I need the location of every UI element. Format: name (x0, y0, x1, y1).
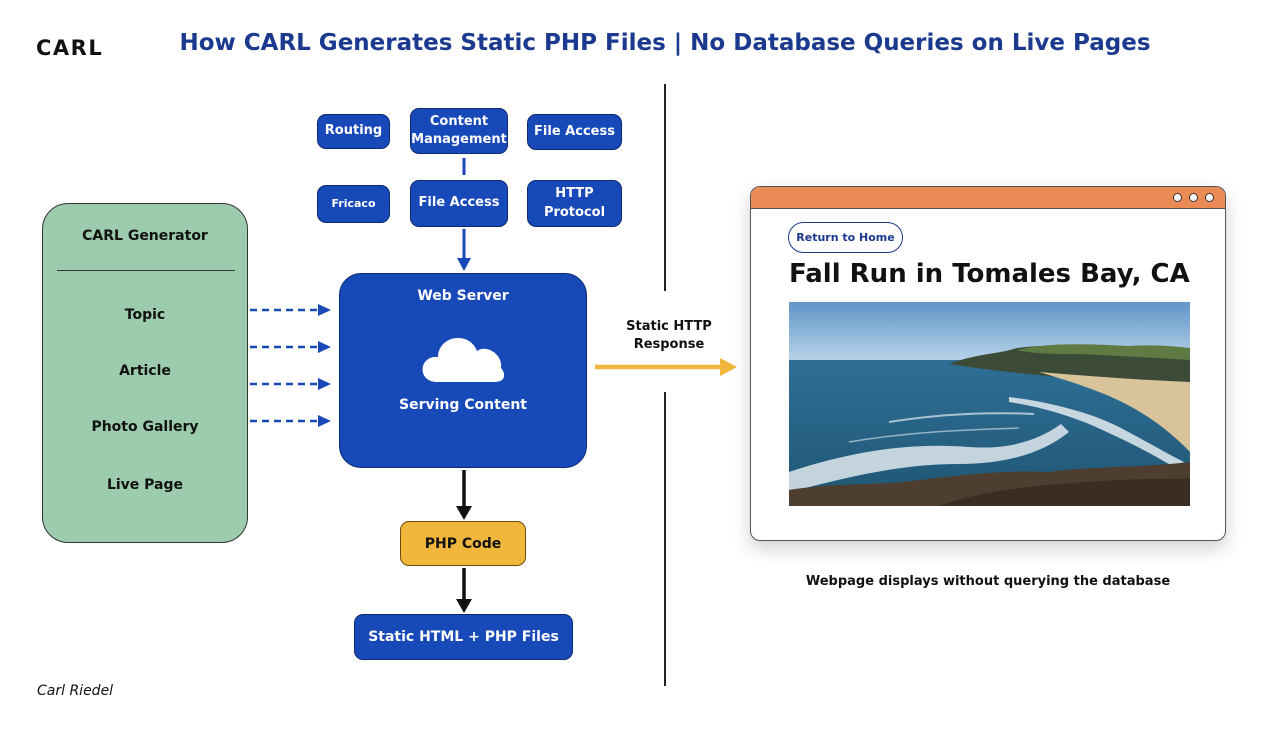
browser-title-bar (751, 187, 1225, 209)
window-dot-2 (1189, 193, 1198, 202)
response-arrow (595, 358, 737, 376)
arrow-server-to-php (456, 470, 472, 520)
arrow-file-access-to-server (457, 229, 471, 271)
response-label: Static HTTP Response (620, 318, 718, 354)
module-content-management: Content Management (410, 108, 508, 154)
article-title: Fall Run in Tomales Bay, CA (789, 259, 1190, 289)
cloud-icon (422, 338, 505, 382)
window-dot-1 (1173, 193, 1182, 202)
web-server-subtitle: Serving Content (399, 397, 527, 413)
browser-caption: Webpage displays without querying the da… (805, 574, 1171, 589)
generator-divider (57, 270, 235, 271)
coastline-photo (789, 302, 1190, 506)
arrow-php-to-static (456, 568, 472, 613)
generator-item-article: Article (119, 363, 171, 379)
generator-item-topic: Topic (124, 307, 166, 323)
return-home-button[interactable]: Return to Home (788, 222, 903, 253)
dashed-arrow-article (250, 341, 331, 353)
dashed-arrow-topic (250, 304, 331, 316)
generator-item-live-page: Live Page (106, 477, 184, 493)
browser-window: Return to Home Fall Run in Tomales Bay, … (750, 186, 1226, 541)
web-server-title: Web Server (417, 288, 509, 304)
module-file-access: File Access (410, 180, 508, 227)
module-http-protocol: HTTP Protocol (527, 180, 622, 227)
page-title: How CARL Generates Static PHP Files | No… (179, 30, 1151, 56)
dashed-arrow-photo-gallery (250, 378, 331, 390)
carl-generator-title: CARL Generator (82, 228, 208, 244)
carl-generator-panel (42, 203, 248, 543)
static-files-box: Static HTML + PHP Files (354, 614, 573, 660)
window-dot-3 (1205, 193, 1214, 202)
module-routing: Routing (317, 114, 390, 149)
php-code-box: PHP Code (400, 521, 526, 566)
module-file-access-top: File Access (527, 114, 622, 150)
divider-bottom (664, 392, 666, 686)
dashed-arrow-live-page (250, 415, 331, 427)
carl-logo: CARL (36, 36, 104, 60)
divider-top (664, 84, 666, 291)
generator-item-photo-gallery: Photo Gallery (91, 419, 199, 435)
module-fricaco: Fricaco (317, 185, 390, 223)
author-credit: Carl Riedel (37, 683, 114, 699)
